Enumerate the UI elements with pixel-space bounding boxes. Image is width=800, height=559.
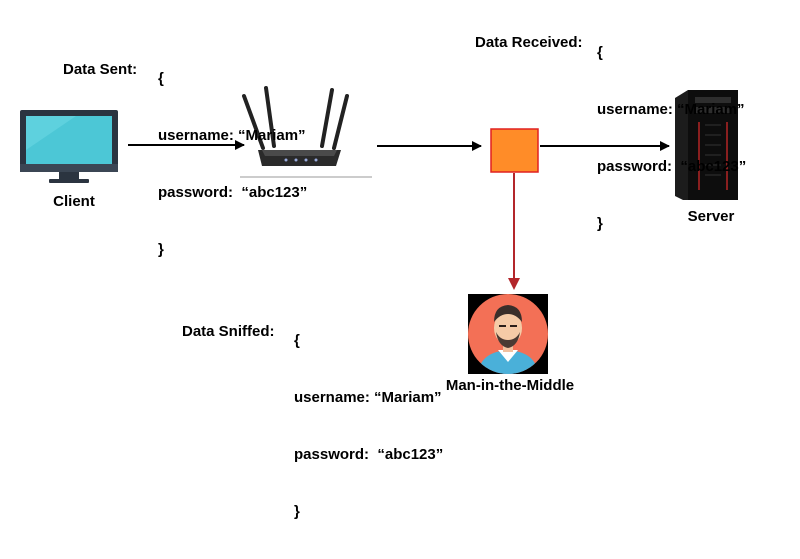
payload-line: username: “Mariam”: [597, 101, 745, 118]
client-label: Client: [53, 193, 95, 210]
payload-line: password: “abc123”: [597, 158, 747, 175]
data-sent-label: Data Sent:: [63, 61, 138, 78]
payload-line: password: “abc123”: [158, 184, 308, 201]
payload-line: }: [294, 503, 300, 520]
payload-line: {: [158, 70, 164, 87]
payload-line: username: “Mariam”: [294, 389, 442, 406]
payload-line: username: “Mariam”: [158, 127, 306, 144]
wifi-router-icon: [240, 86, 372, 178]
server-tower-icon: [675, 90, 738, 200]
data-received-label: Data Received:: [475, 34, 583, 51]
payload-line: }: [597, 215, 603, 232]
data-sniffed-label: Data Sniffed:: [182, 323, 275, 340]
payload-line: }: [158, 241, 164, 258]
server-label: Server: [687, 208, 735, 225]
data-sniffed-payload: { username: “Mariam” password: “abc123” …: [294, 293, 443, 559]
payload-line: {: [597, 44, 603, 61]
diagram-graphics: [20, 86, 738, 374]
payload-line: password: “abc123”: [294, 446, 444, 463]
interceptor-node: [490, 128, 539, 173]
attacker-avatar-icon: [468, 294, 548, 374]
monitor-icon: [20, 110, 118, 183]
data-sent-payload: { username: “Mariam” password: “abc123” …: [158, 31, 307, 297]
mitm-diagram: Data Sent: { username: “Mariam” password…: [20, 5, 746, 520]
data-received-payload: { username: “Mariam” password: “abc123” …: [597, 5, 746, 271]
attacker-label: Man-in-the-Middle: [445, 377, 575, 394]
payload-line: {: [294, 332, 300, 349]
